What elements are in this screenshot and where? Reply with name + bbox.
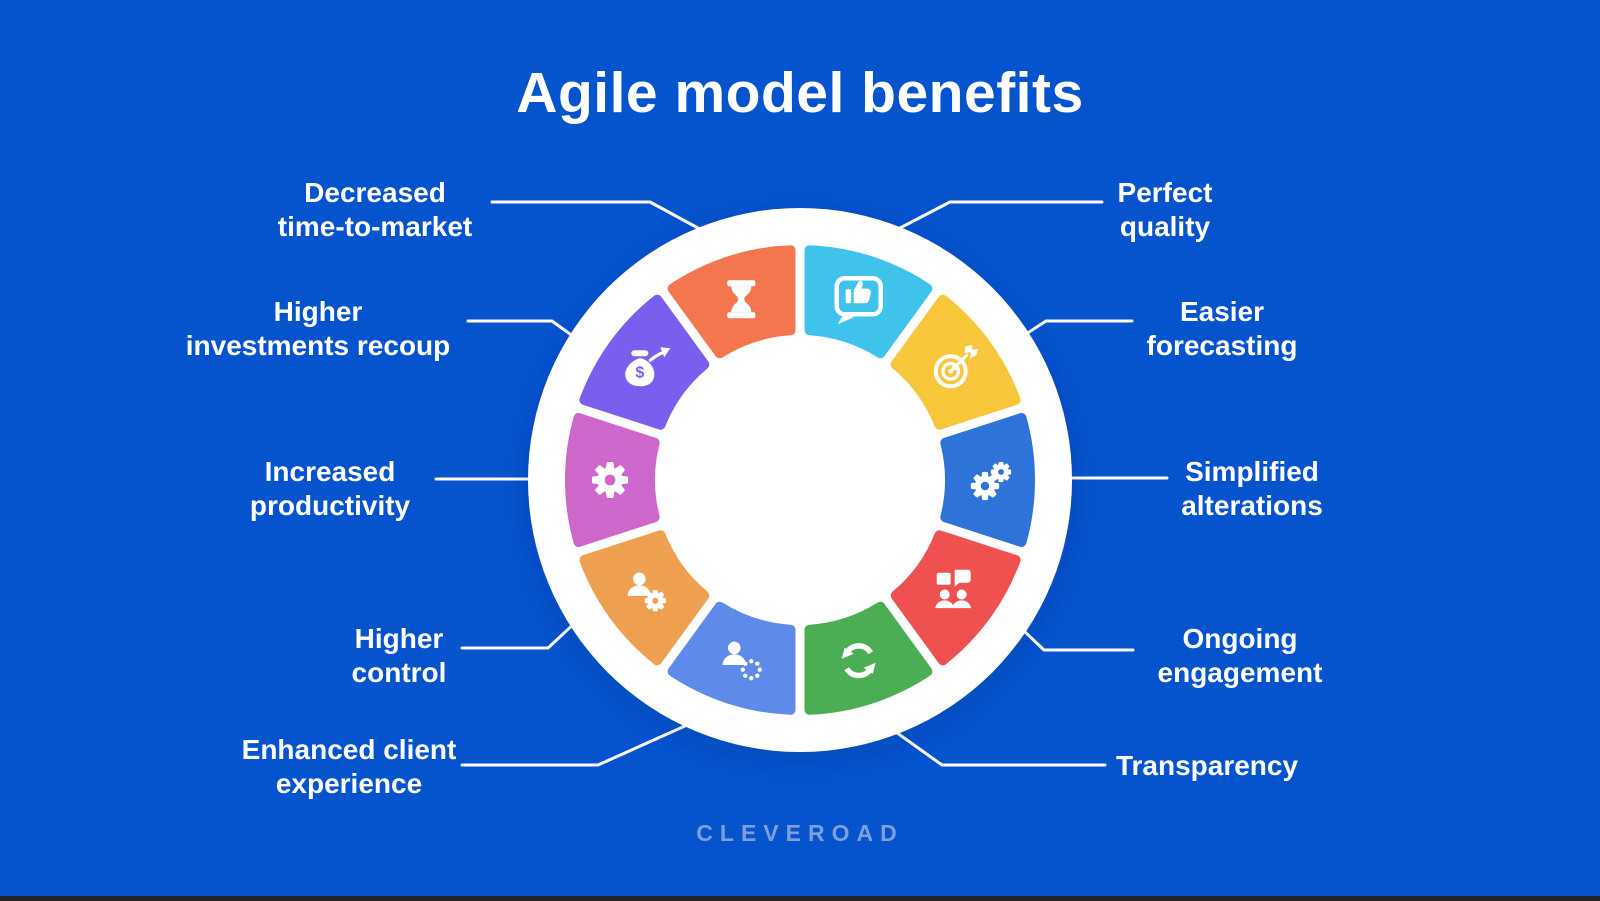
cleveroad-logo: CLEVEROAD — [696, 820, 904, 846]
connector-line — [1021, 319, 1134, 338]
gears-icon — [970, 461, 1012, 501]
recycle-icon — [841, 643, 876, 679]
benefit-label-simplified-alterations: Simplified alterations — [1181, 456, 1323, 521]
segment-money-bag: $ — [579, 294, 710, 430]
segment-hourglass — [667, 245, 796, 359]
benefit-label-decreased-time-to-market: Decreased time-to-market — [277, 177, 473, 242]
gear-icon — [591, 461, 629, 499]
hourglass-icon — [727, 280, 756, 319]
person-dots-icon — [722, 641, 762, 681]
segment-shape — [890, 530, 1021, 666]
segment-gear — [564, 413, 660, 547]
benefit-label-higher-investments-recoup: Higher investments recoup — [185, 296, 451, 361]
page-title: Agile model benefits — [516, 61, 1084, 125]
benefit-label-enhanced-client-experience: Enhanced client experience — [241, 734, 457, 799]
target-icon — [933, 344, 979, 389]
benefit-label-easier-forecasting: Easier forecasting — [1146, 296, 1298, 361]
person-gear-icon — [627, 572, 666, 612]
segment-target — [890, 294, 1021, 430]
connector-lines — [434, 200, 1169, 767]
benefit-label-perfect-quality: Perfect quality — [1117, 177, 1213, 242]
connector-line — [460, 618, 580, 650]
connector-line — [460, 724, 687, 767]
benefit-label-transparency: Transparency — [1115, 750, 1299, 781]
segment-shape — [804, 245, 933, 359]
wheel-segments: $ — [564, 245, 1036, 715]
benefit-label-ongoing-engagement: Ongoing engagement — [1157, 623, 1323, 688]
connector-line — [891, 728, 1107, 767]
benefit-label-higher-control: Higher control — [351, 623, 447, 688]
segment-thumbs-up-bubble — [804, 245, 933, 359]
segment-shape — [890, 294, 1021, 430]
people-chat-icon — [935, 569, 971, 609]
segment-person-gear — [579, 530, 710, 666]
segment-person-dots — [667, 601, 796, 715]
segment-people-chat — [890, 530, 1021, 666]
thumbs-up-bubble-icon — [834, 276, 883, 325]
bottom-bar — [0, 896, 1600, 901]
segment-recycle — [804, 601, 933, 715]
money-bag-icon: $ — [625, 347, 671, 387]
segment-shape — [579, 530, 710, 666]
segment-shape — [667, 245, 796, 359]
segment-gears — [940, 413, 1036, 547]
benefit-label-increased-productivity: Increased productivity — [249, 456, 411, 521]
segment-shape — [804, 601, 933, 715]
connector-line — [490, 200, 700, 230]
connector-line — [1021, 628, 1135, 652]
connector-line — [898, 200, 1104, 230]
svg-text:$: $ — [635, 364, 644, 381]
